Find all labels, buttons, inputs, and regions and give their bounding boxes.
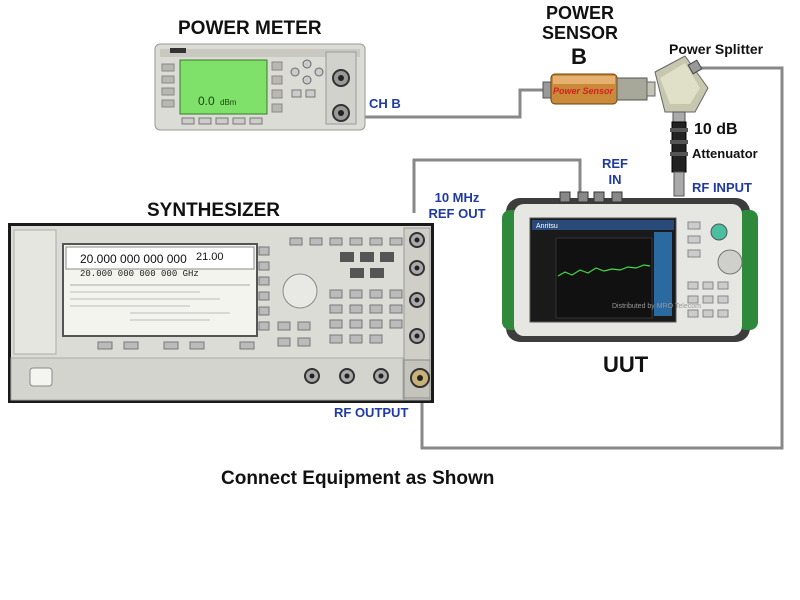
- power-sensor-body-label: Power Sensor: [553, 86, 614, 96]
- attenuator: [670, 121, 688, 197]
- synthesizer: 20.000 000 000 000 21.00 20.000 000 000 …: [8, 223, 434, 403]
- power-sensor-label-line1: POWER: [545, 3, 614, 23]
- uut-analyzer: Anritsu Distributed by MRO Telecom: [502, 191, 758, 342]
- caption: Connect Equipment as Shown: [221, 468, 495, 489]
- cable-meter-to-sensor: [362, 88, 545, 119]
- ref-in-label: REF IN: [598, 156, 632, 188]
- ref-out-label: 10 MHz REF OUT: [424, 190, 490, 222]
- power-meter: 0.0 dBm: [154, 43, 366, 131]
- power-sensor-label: POWER SENSOR: [540, 3, 620, 43]
- rf-output-label: RF OUTPUT: [334, 405, 409, 420]
- power-sensor-letter: B: [571, 44, 587, 69]
- power-splitter-label: Power Splitter: [669, 41, 764, 57]
- ref-out-label-line1: 10 MHz: [434, 190, 480, 205]
- power-meter-label: POWER METER: [178, 18, 322, 39]
- power-splitter: [654, 55, 709, 123]
- attenuator-value-label: 10 dB: [694, 121, 738, 138]
- cable-rf-output-to-uut: [420, 66, 784, 450]
- ref-in-label-line1: REF: [602, 156, 628, 171]
- ch-b-label: CH B: [369, 96, 401, 111]
- synth-frequency-line2: 20.000 000 000 000 GHz: [80, 269, 199, 279]
- synth-amplitude: 21.00: [196, 251, 224, 263]
- cables: [362, 66, 784, 450]
- cable-ref-in: [412, 158, 582, 213]
- spectrum-trace: [557, 264, 651, 277]
- ref-in-label-line2: IN: [608, 172, 622, 187]
- power-meter-reading: 0.0: [198, 94, 215, 108]
- power-meter-unit: dBm: [220, 98, 237, 107]
- attenuator-label: Attenuator: [692, 146, 758, 161]
- power-meter-screen: [179, 59, 268, 115]
- uut-label: UUT: [603, 352, 649, 377]
- power-sensor-label-line2: SENSOR: [541, 23, 619, 43]
- synthesizer-knob: [282, 273, 318, 309]
- synth-frequency: 20.000 000 000 000: [80, 252, 187, 266]
- ref-out-label-line2: REF OUT: [428, 206, 486, 221]
- synthesizer-label: SYNTHESIZER: [147, 200, 281, 221]
- rf-input-label: RF INPUT: [692, 180, 752, 195]
- uut-brand: Anritsu: [536, 223, 558, 230]
- uut-watermark: Distributed by MRO Telecom: [612, 303, 701, 310]
- power-sensor: [542, 73, 656, 105]
